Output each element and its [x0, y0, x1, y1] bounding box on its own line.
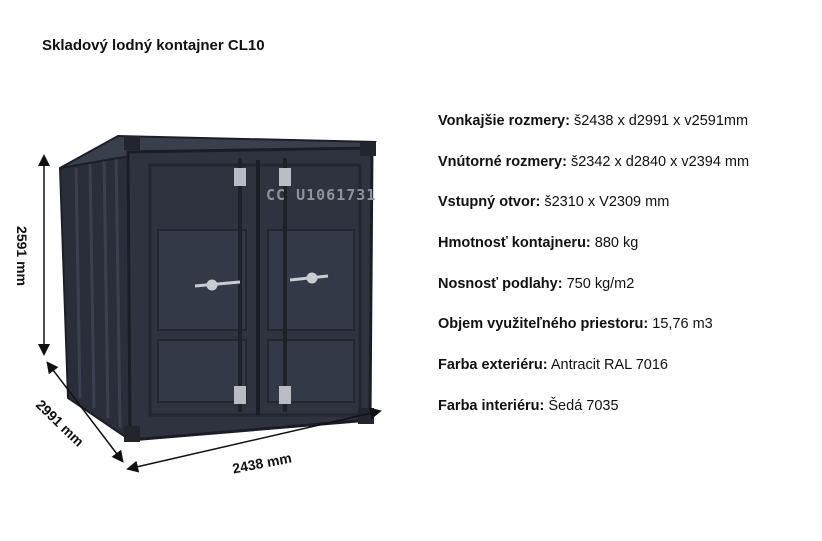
spec-value: Šedá 7035 [548, 397, 619, 414]
door-lock-bars [238, 158, 287, 412]
door-panels [157, 229, 355, 403]
spec-label: Vnútorné rozmery: [438, 153, 567, 170]
spec-label: Farba exteriéru: [438, 357, 548, 374]
spec-item: Vonkajšie rozmery: š2438 x d2991 x v2591… [438, 113, 818, 154]
width-arrow [126, 407, 382, 473]
spec-value: š2438 x d2991 x v2591mm [573, 113, 749, 129]
spec-list: Vonkajšie rozmery: š2438 x d2991 x v2591… [438, 113, 818, 439]
container-marking: CC U1061731 [266, 186, 377, 204]
spec-label: Nosnosť podlahy: [438, 275, 563, 292]
spec-value: 750 kg/m2 [566, 275, 635, 292]
spec-value: Antracit RAL 7016 [550, 357, 668, 374]
spec-label: Objem využiteľného priestoru: [438, 316, 649, 333]
container-figure: CC U1061731 2591 mm 2991 mm 2438 mm [13, 134, 382, 477]
spec-item: Hmotnosť kontajneru: 880 kg [438, 235, 818, 276]
spec-item: Farba exteriéru: Antracit RAL 7016 [438, 357, 818, 398]
spec-label: Hmotnosť kontajneru: [438, 235, 591, 252]
spec-item: Objem využiteľného priestoru: 15,76 m3 [438, 316, 818, 357]
spec-label: Vstupný otvor: [438, 194, 541, 211]
spec-item: Vstupný otvor: š2310 x V2309 mm [438, 194, 818, 235]
door-hinges [234, 168, 291, 404]
height-dimension-label: 2591 mm [13, 226, 30, 286]
spec-value: š2310 x V2309 mm [544, 194, 670, 211]
depth-arrow [46, 361, 124, 463]
door-handles [194, 272, 329, 291]
spec-value: 15,76 m3 [652, 316, 713, 333]
spec-label: Vonkajšie rozmery: [438, 113, 570, 129]
page-title: Skladový lodný kontajner CL10 [42, 37, 265, 54]
spec-item: Nosnosť podlahy: 750 kg/m2 [438, 276, 818, 317]
spec-label: Farba interiéru: [438, 397, 545, 414]
container-illustration [38, 134, 382, 473]
spec-value: š2342 x d2840 x v2394 mm [570, 153, 750, 170]
spec-item: Vnútorné rozmery: š2342 x d2840 x v2394 … [438, 154, 818, 195]
spec-value: 880 kg [594, 235, 639, 252]
spec-item: Farba interiéru: Šedá 7035 [438, 398, 818, 439]
